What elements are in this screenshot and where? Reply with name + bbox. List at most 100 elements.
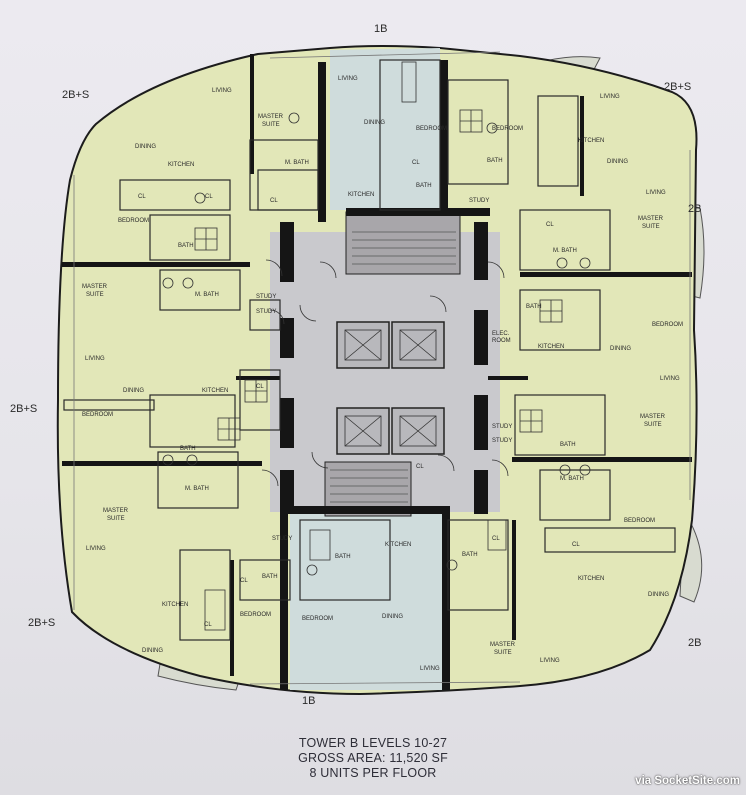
room-label: M. BATH xyxy=(285,160,309,166)
room-label: LIVING xyxy=(646,190,666,196)
room-label: DINING xyxy=(123,388,144,394)
room-label: CL xyxy=(546,222,554,228)
room-label: DINING xyxy=(648,592,669,598)
room-label: MASTER xyxy=(490,642,516,648)
stair-bottom xyxy=(330,469,408,503)
room-label: KITCHEN xyxy=(202,388,228,394)
plan-caption: TOWER B LEVELS 10-27 GROSS AREA: 11,520 … xyxy=(0,736,746,781)
room-label: DINING xyxy=(135,144,156,150)
room-label: KITCHEN xyxy=(385,542,411,548)
room-label: BEDROOM xyxy=(652,322,683,328)
door-swings xyxy=(261,259,509,487)
room-label: CL xyxy=(256,384,264,390)
room-label: BEDROOM xyxy=(240,612,271,618)
unit-1b-top-fill xyxy=(330,48,440,210)
room-label: BEDROOM xyxy=(492,126,523,132)
room-label: LIVING xyxy=(338,76,358,82)
room-label: SUITE xyxy=(642,224,660,230)
walls xyxy=(62,54,692,690)
room-label: BEDROOM xyxy=(416,126,447,132)
room-label: MASTER xyxy=(103,508,129,514)
room-label: MASTER xyxy=(638,216,664,222)
room-label: BATH xyxy=(487,158,503,164)
fixtures xyxy=(162,61,591,631)
room-label: KITCHEN xyxy=(348,192,374,198)
room-label: STUDY xyxy=(256,294,276,300)
room-label: BATH xyxy=(560,442,576,448)
room-label: KITCHEN xyxy=(578,576,604,582)
room-label: ROOM xyxy=(492,338,511,344)
room-label: CL xyxy=(138,194,146,200)
room-label: DINING xyxy=(382,614,403,620)
room-label: KITCHEN xyxy=(168,162,194,168)
floor-plan: 1B 2B+S 2B+S 2B+S 2B 2B+S 2B 1B LIVING M… xyxy=(10,23,705,707)
room-label: DINING xyxy=(610,346,631,352)
room-label: CL xyxy=(492,536,500,542)
room-label: CL xyxy=(205,194,213,200)
room-label: BEDROOM xyxy=(302,616,333,622)
room-label: SUITE xyxy=(494,650,512,656)
room-label: SUITE xyxy=(86,292,104,298)
room-label: KITCHEN xyxy=(538,344,564,350)
room-label: M. BATH xyxy=(560,476,584,482)
room-label: M. BATH xyxy=(195,292,219,298)
room-label: DINING xyxy=(364,120,385,126)
room-label: CL xyxy=(412,160,420,166)
room-label: LIVING xyxy=(660,376,680,382)
room-label: CL xyxy=(240,578,248,584)
room-label: CL xyxy=(270,198,278,204)
room-label: SUITE xyxy=(262,122,280,128)
stair-top xyxy=(352,231,456,265)
room-labels: LIVING MASTER SUITE DINING KITCHEN M. BA… xyxy=(82,76,683,672)
room-label: CL xyxy=(204,622,212,628)
unit-label-left: 2B+S xyxy=(10,403,37,415)
room-label: LIVING xyxy=(540,658,560,664)
room-label: STUDY xyxy=(256,309,276,315)
room-label: CL xyxy=(572,542,580,548)
unit-labels: 1B 2B+S 2B+S 2B+S 2B 2B+S 2B 1B xyxy=(10,23,701,707)
room-label: STUDY xyxy=(272,536,292,542)
room-label: STUDY xyxy=(469,198,489,204)
room-label: SUITE xyxy=(644,422,662,428)
room-label: KITCHEN xyxy=(578,138,604,144)
room-label: LIVING xyxy=(85,356,105,362)
room-label: MASTER xyxy=(640,414,666,420)
room-label: STUDY xyxy=(492,424,512,430)
room-label: BATH xyxy=(462,552,478,558)
caption-line-1: TOWER B LEVELS 10-27 xyxy=(298,736,448,750)
unit-label-top-right: 2B+S xyxy=(664,81,691,93)
elevator-cars xyxy=(344,329,437,447)
unit-label-bottom-right: 2B xyxy=(688,637,701,649)
source-watermark: via SocketSite.com xyxy=(635,775,740,787)
unit-label-bottom-left: 2B+S xyxy=(28,617,55,629)
room-label: BATH xyxy=(262,574,278,580)
room-label: ELEC. xyxy=(492,331,510,337)
building-core xyxy=(270,211,500,517)
room-label: BEDROOM xyxy=(624,518,655,524)
room-label: BATH xyxy=(180,446,196,452)
room-label: MASTER xyxy=(82,284,108,290)
unit-label-bottom: 1B xyxy=(302,695,315,707)
caption-line-3: 8 UNITS PER FLOOR xyxy=(309,766,437,780)
room-label: BEDROOM xyxy=(118,218,149,224)
room-label: M. BATH xyxy=(185,486,209,492)
room-label: KITCHEN xyxy=(162,602,188,608)
room-label: DINING xyxy=(607,159,628,165)
room-label: LIVING xyxy=(600,94,620,100)
room-label: CL xyxy=(416,464,424,470)
room-label: SUITE xyxy=(107,516,125,522)
windows xyxy=(73,51,691,685)
room-label: LIVING xyxy=(86,546,106,552)
room-label: BATH xyxy=(335,554,351,560)
unit-label-top-left: 2B+S xyxy=(62,89,89,101)
unit-label-right: 2B xyxy=(688,203,701,215)
room-label: LIVING xyxy=(212,88,232,94)
unit-label-top: 1B xyxy=(374,23,387,35)
room-label: M. BATH xyxy=(553,248,577,254)
caption-line-2: GROSS AREA: 11,520 SF xyxy=(298,751,448,765)
room-label: DINING xyxy=(142,648,163,654)
unit-1b-bottom-fill xyxy=(290,500,445,690)
room-label: BATH xyxy=(416,183,432,189)
interior-walls xyxy=(63,59,676,641)
